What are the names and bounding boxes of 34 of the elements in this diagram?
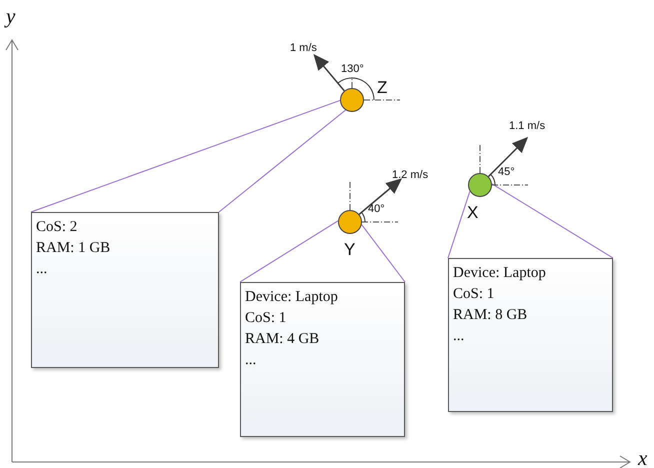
device-info-box — [31, 212, 219, 368]
value-label: 1.2 m/s — [392, 169, 428, 181]
value-label: 130° — [341, 63, 364, 75]
info-line: CoS: 1 — [453, 285, 496, 304]
info-line: CoS: 1 — [245, 309, 288, 328]
info-line: RAM: 4 GB — [245, 330, 320, 349]
info-line: ... — [453, 327, 466, 346]
device-info-box — [448, 258, 613, 412]
node-label: Z — [377, 78, 388, 98]
node-label: X — [467, 203, 478, 223]
node-label: Y — [344, 240, 356, 260]
value-label: 40° — [368, 203, 385, 215]
value-label: 45° — [498, 166, 515, 178]
info-line: ... — [36, 260, 48, 279]
value-label: 1 m/s — [290, 42, 317, 54]
device-info-box — [240, 282, 405, 437]
axis-label: x — [638, 446, 648, 468]
leader-line — [448, 190, 470, 258]
info-line: RAM: 8 GB — [453, 306, 528, 325]
axis-label: y — [6, 4, 16, 29]
info-line: Device: Laptop — [453, 264, 547, 283]
info-line: ... — [245, 351, 258, 370]
value-label: 1.1 m/s — [509, 120, 546, 132]
node-circle — [338, 210, 362, 234]
node-circle — [340, 88, 364, 112]
leader-line — [491, 183, 614, 258]
info-line: Device: Laptop — [245, 288, 339, 307]
leader-line — [361, 224, 406, 282]
leader-line — [218, 110, 346, 212]
leader-line — [240, 220, 339, 282]
leader-line — [30, 100, 340, 212]
node-circle — [468, 173, 492, 197]
info-line: CoS: 2 — [36, 218, 78, 237]
info-line: RAM: 1 GB — [36, 239, 112, 258]
